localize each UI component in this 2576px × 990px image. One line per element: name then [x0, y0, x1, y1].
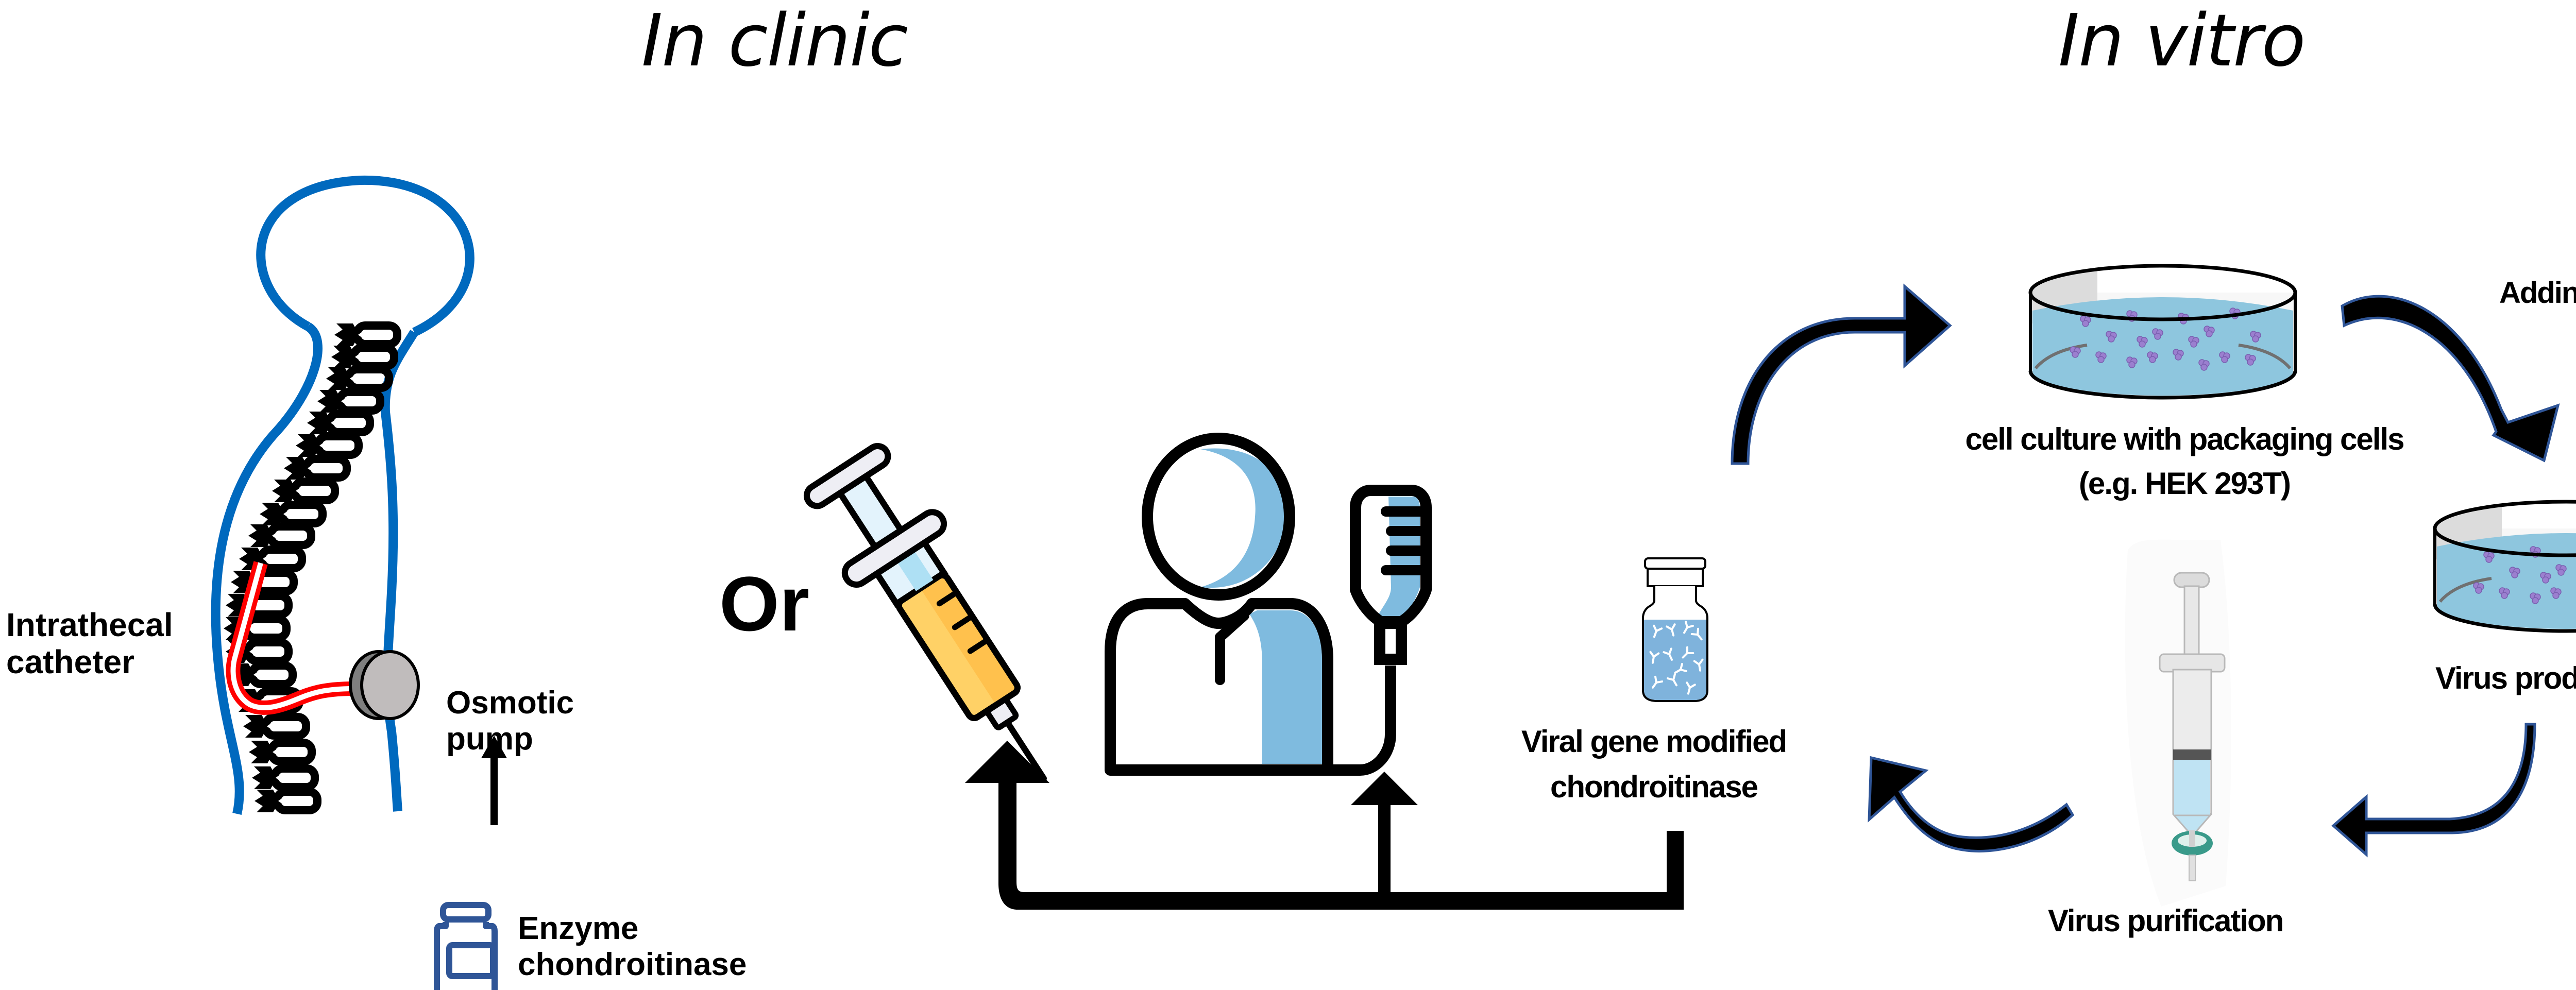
label-cell-culture-line2: (e.g. HEK 293T): [2078, 466, 2291, 501]
antibody-fragment: [1652, 675, 1664, 689]
section-title-in-vitro: In vitro: [2058, 0, 2306, 83]
vertebra: [252, 764, 319, 791]
cell-cluster: [2499, 587, 2510, 599]
antibody-fragment: [1653, 624, 1663, 638]
antibody-fragment: [1663, 647, 1673, 661]
cycle-arrow-to-culture: [1731, 283, 1952, 465]
arrow-head-to-syringe: [965, 741, 1049, 783]
label-enzyme-line1: Enzyme: [518, 911, 639, 946]
cell-cluster: [2555, 564, 2567, 576]
cell-cluster: [2126, 356, 2138, 368]
cycle-arrow-to-vial: [1868, 756, 2075, 852]
spine-icon: [211, 175, 474, 815]
antibody-fragment: [1682, 646, 1694, 659]
cell-cluster: [2530, 592, 2541, 604]
vertebra: [260, 501, 327, 527]
cell-cluster: [2483, 551, 2495, 563]
cell-cluster: [2198, 359, 2210, 371]
label-adding-plasmid: Adding plasmid DNAs: [2499, 276, 2576, 310]
cycle-arrow-to-purification: [2331, 723, 2536, 858]
vertebra: [326, 365, 393, 392]
arrow-head-to-patient: [1351, 772, 1418, 805]
vertebra: [296, 432, 363, 459]
cell-cluster: [2219, 351, 2230, 363]
vertebra: [224, 615, 291, 642]
catheter-icon: [226, 561, 351, 715]
vertebra: [230, 661, 297, 688]
antibody-fragments: [1649, 621, 1704, 695]
cell-cluster: [2245, 354, 2256, 366]
syringe-icon: [803, 443, 1047, 782]
arrow-up-enzyme-to-pump: [481, 736, 507, 825]
vertebra: [249, 739, 316, 765]
vertebra: [317, 388, 384, 415]
vertebra: [307, 409, 374, 436]
cell-cluster: [2152, 328, 2163, 340]
section-title-in-clinic: In clinic: [641, 0, 908, 83]
antibody-fragment: [1693, 658, 1704, 672]
petri-dish-virus-production: [2433, 500, 2576, 633]
antibody-fragment: [1674, 663, 1687, 674]
vial-icon: [1642, 557, 1708, 702]
bracket-arrows: [965, 741, 1684, 910]
vertebra: [272, 477, 339, 504]
cell-cluster: [2106, 331, 2117, 343]
cycle-arrow-to-production: [2341, 295, 2560, 463]
antibody-fragment: [1649, 651, 1660, 664]
label-osmotic-pump-line2: pump: [446, 721, 533, 757]
antibody-fragment: [1683, 621, 1694, 634]
pill-bottle-icon: [434, 902, 498, 990]
label-viral-line2: chondroitinase: [1550, 770, 1758, 804]
antibody-fragment: [1666, 623, 1676, 637]
vertebra: [334, 321, 401, 348]
vertebra: [331, 344, 398, 370]
cell-cluster: [2540, 572, 2551, 584]
patient-icon: [1105, 433, 1333, 776]
cell-cluster: [2095, 351, 2107, 363]
cell-cluster: [2147, 351, 2158, 363]
petri-dish-cell-culture: [2028, 264, 2297, 400]
antibody-fragment: [1690, 627, 1703, 641]
cycle-arrows: [1731, 283, 2560, 858]
vertebrae: [224, 321, 401, 814]
vertebra: [248, 522, 315, 549]
cell-cluster: [2188, 336, 2199, 348]
osmotic-pump-icon: [349, 650, 420, 720]
cell-cluster: [2250, 331, 2261, 343]
label-or: Or: [719, 560, 810, 647]
label-enzyme-line2: chondroitinase: [518, 947, 747, 982]
label-cell-culture-line1: cell culture with packaging cells: [1965, 422, 2405, 456]
antibody-fragment: [1667, 673, 1677, 687]
cell-cluster: [2137, 336, 2148, 348]
cell-cluster: [2550, 587, 2562, 599]
label-virus-production: Virus production: [2435, 661, 2576, 695]
label-osmotic-pump-line1: Osmotic: [446, 685, 574, 721]
antibody-fragment: [1686, 681, 1696, 695]
cell-cluster: [2473, 582, 2484, 594]
iv-drip-icon: [1328, 485, 1432, 776]
vertebra: [284, 455, 351, 482]
vertebra: [255, 788, 321, 814]
cell-cluster: [2080, 315, 2091, 327]
label-virus-purification: Virus purification: [2048, 903, 2284, 938]
vertebra: [243, 713, 310, 740]
label-intrathecal-line2: catheter: [6, 643, 134, 680]
syringe-filter-icon: [2125, 539, 2231, 907]
vertebra: [239, 545, 306, 572]
cell-cluster: [2070, 346, 2081, 358]
cell-cluster: [2509, 567, 2520, 578]
cell-cluster: [2204, 326, 2215, 337]
label-viral-line1: Viral gene modified: [1521, 724, 1787, 759]
label-intrathecal-line1: Intrathecal: [6, 606, 173, 643]
cell-cluster: [2173, 349, 2184, 361]
